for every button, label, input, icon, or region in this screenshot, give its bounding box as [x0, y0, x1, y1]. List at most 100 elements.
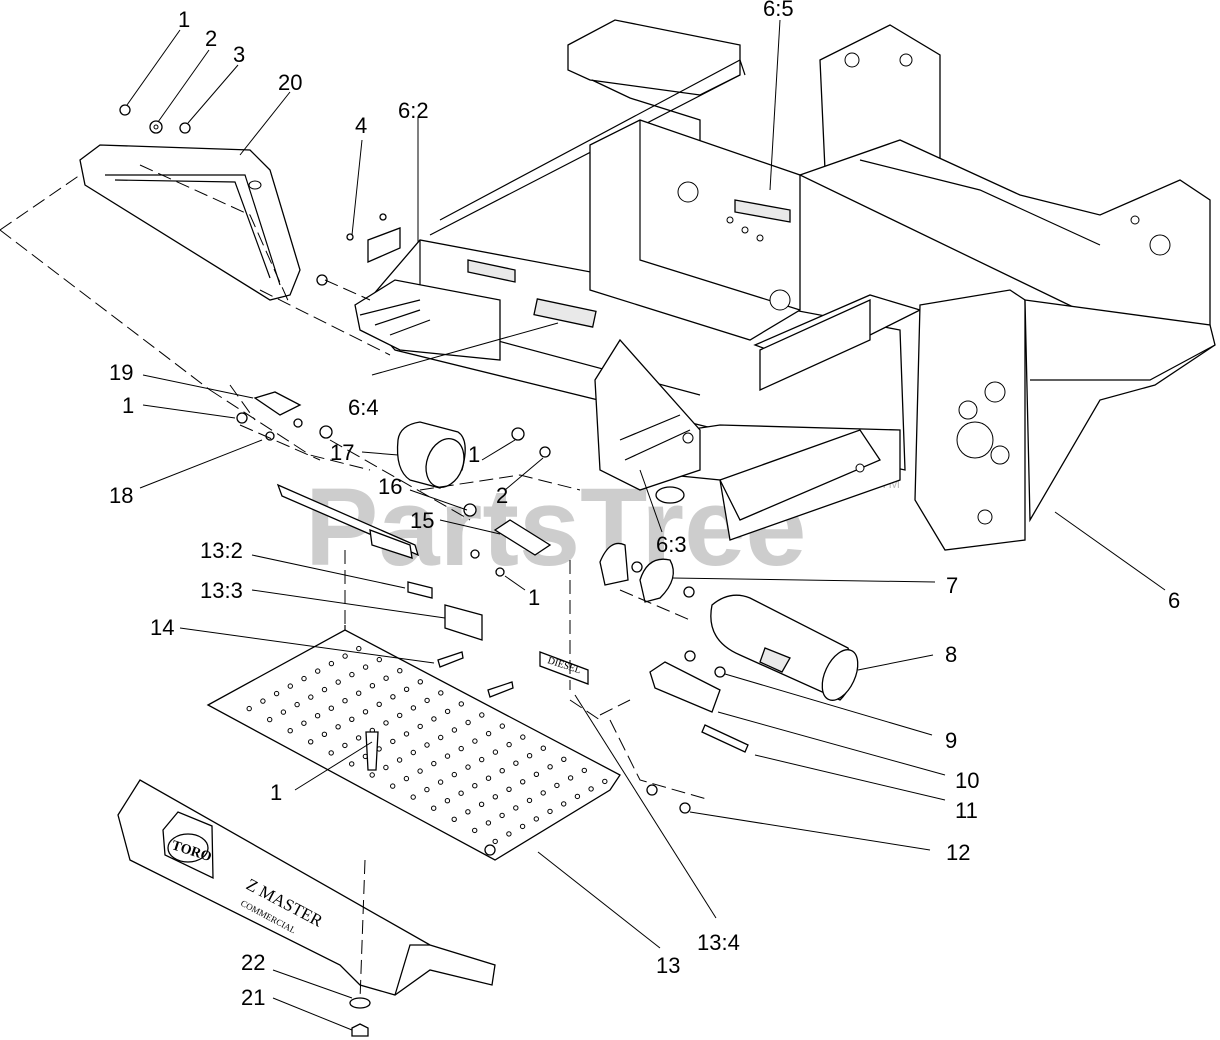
floor-holes: [246, 645, 608, 845]
floor-hole: [321, 686, 328, 693]
callout-6-4: 6:4: [348, 395, 379, 420]
floor-hole: [506, 786, 512, 792]
floor-hole: [314, 713, 321, 719]
floor-hole: [472, 827, 478, 834]
floor-hole: [383, 675, 389, 681]
floor-hole: [397, 668, 403, 674]
floor-hole: [533, 771, 540, 777]
floor-hole: [390, 783, 396, 789]
callout-6: 6: [1168, 588, 1180, 613]
floor-hole: [458, 745, 464, 752]
floor-hole: [355, 735, 362, 741]
callout-6-3: 6:3: [656, 532, 687, 557]
floor-hole: [472, 738, 478, 744]
callout-17: 17: [330, 440, 354, 465]
floor-hole: [465, 764, 471, 770]
floor-hole: [397, 712, 403, 719]
floor-hole: [396, 757, 403, 763]
floor-hole: [540, 745, 546, 751]
callout-4: 4: [355, 113, 367, 138]
floor-hole: [451, 771, 457, 778]
floor-hole: [526, 753, 533, 759]
floor-hole: [492, 794, 498, 800]
floor-hole: [458, 701, 464, 707]
floor-hole: [561, 756, 567, 762]
callout-6-2: 6:2: [398, 98, 429, 123]
callout-1: 1: [528, 585, 540, 610]
floor-hole: [369, 683, 376, 689]
floor-hole: [362, 664, 369, 670]
floor-hole: [376, 656, 382, 663]
callout-1: 1: [468, 442, 480, 467]
floor-hole: [308, 739, 314, 745]
floor-hole: [246, 705, 252, 712]
callout-15: 15: [410, 508, 434, 533]
floor-hole: [437, 779, 444, 785]
floor-hole: [485, 730, 492, 737]
callout-11: 11: [955, 798, 978, 823]
floor-hole: [444, 708, 451, 715]
floor-hole: [410, 794, 416, 800]
floor-hole: [356, 645, 362, 652]
floor-hole: [342, 653, 348, 659]
floor-hole: [513, 805, 519, 811]
callout-2: 2: [205, 26, 217, 51]
floor-hole: [362, 709, 369, 715]
callout-6-5: 6:5: [763, 0, 794, 21]
callout-1: 1: [270, 780, 282, 805]
floor-hole: [547, 764, 553, 770]
floor-pan: [206, 625, 621, 861]
floor-hole: [451, 727, 458, 733]
floor-hole: [492, 838, 498, 845]
callout-18: 18: [109, 483, 133, 508]
floor-hole: [431, 716, 437, 722]
floor-hole: [431, 760, 437, 767]
floor-hole: [383, 764, 389, 771]
callout-20: 20: [278, 70, 302, 95]
floor-hole: [444, 798, 451, 804]
floor-hole: [403, 686, 410, 692]
callout-13: 13: [656, 953, 680, 978]
callout-3: 3: [233, 42, 245, 67]
floor-hole: [417, 679, 423, 685]
floor-hole: [431, 805, 437, 811]
side-cover: [79, 144, 301, 301]
floor-hole: [417, 768, 423, 774]
floor-hole: [369, 772, 375, 778]
floor-hole: [451, 816, 457, 822]
callout-21: 21: [241, 985, 265, 1010]
floor-hole: [438, 734, 444, 741]
floor-hole: [410, 705, 417, 711]
floor-hole: [349, 761, 355, 767]
callout-14: 14: [150, 615, 174, 640]
callout-7: 7: [946, 573, 958, 598]
floor-hole: [321, 731, 328, 737]
callout-22: 22: [241, 950, 265, 975]
floor-hole: [349, 671, 355, 678]
floor-hole: [315, 668, 321, 674]
floor-hole: [301, 720, 307, 726]
floor-hole: [533, 816, 539, 822]
main-frame: [354, 19, 1216, 551]
floor-hole: [328, 750, 334, 756]
floor-hole: [506, 741, 512, 748]
callout-12: 12: [946, 840, 970, 865]
callout-1: 1: [122, 393, 134, 418]
callout-19: 19: [109, 360, 133, 385]
floor-hole: [308, 694, 314, 700]
floor-hole: [485, 820, 492, 826]
callout-labels: 1 2 3 20 4 6:2 6:5 19 1 18 6:4 17 1 2 16…: [109, 0, 1180, 1010]
floor-hole: [513, 760, 519, 766]
floor-hole: [465, 809, 471, 815]
callout-16: 16: [378, 474, 402, 499]
floor-hole: [335, 679, 341, 685]
floor-hole: [424, 786, 430, 793]
floor-hole: [342, 742, 348, 749]
callout-8: 8: [945, 642, 957, 667]
cover-fasteners: [119, 104, 401, 286]
floor-hole: [520, 734, 526, 740]
assembly-lines: [0, 164, 711, 1001]
floor-hole: [519, 823, 526, 830]
floor-hole: [581, 767, 587, 774]
leader-lines: [126, 19, 1166, 1031]
